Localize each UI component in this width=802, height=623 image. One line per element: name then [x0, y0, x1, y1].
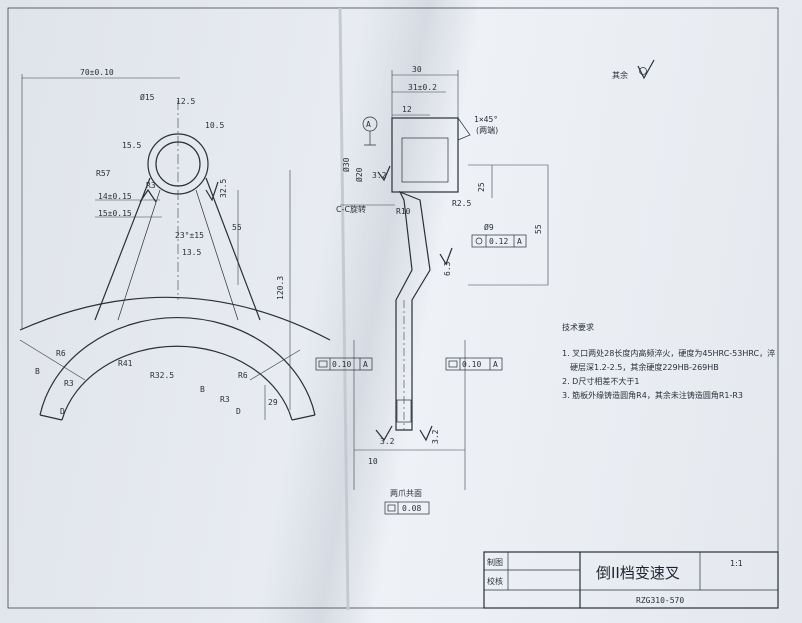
dim-r6-right: R6	[238, 371, 248, 380]
datum-a-label: A	[366, 120, 371, 129]
tolerance-frame-right: 0.10 A	[445, 357, 503, 371]
dim-r2-5: R2.5	[452, 199, 471, 208]
tip-section	[396, 399, 412, 423]
dim-70: 70±0.10	[80, 68, 114, 77]
tol-value-3: 0.10	[462, 360, 481, 369]
roughness-3-2-c: 3.2	[431, 429, 440, 444]
tol-value-1: 0.12	[489, 237, 508, 246]
roughness-right-3-icon	[375, 425, 393, 442]
dim-55: 55	[232, 223, 242, 232]
sheet-border	[7, 7, 779, 609]
tech-req-item-1b: 硬层深1.2-2.5，其余硬度229HB-269HB	[570, 362, 719, 372]
dim-10: 10	[368, 457, 378, 466]
dim-55-right: 55	[534, 224, 543, 234]
note-two-jaw: 两爪共面	[390, 489, 422, 498]
dim-angle-23: 23°±15	[175, 231, 204, 240]
dim-d20: Ø20	[354, 167, 364, 182]
dim-10-5: 10.5	[205, 121, 224, 130]
fork-mid-arc	[39, 316, 316, 416]
dim-r3-left: R3	[64, 379, 74, 388]
dim-r6-left: R6	[56, 349, 66, 358]
dim-13-5: 13.5	[182, 248, 201, 257]
roughness-circle-icon	[639, 67, 647, 75]
coplanar-icon	[387, 504, 396, 512]
leader-r6-right	[249, 349, 301, 381]
fork-outer-arc	[19, 296, 331, 341]
tech-req-item-3: 3. 筋板外缘铸造圆角R4，其余未注铸造圆角R1-R3	[562, 390, 743, 400]
dim-r3-hub: R3	[146, 181, 156, 190]
tol-datum-1: A	[517, 237, 522, 246]
section-label: C-C旋转	[336, 204, 366, 214]
tech-requirements: 技术要求 1. 叉口两处28长度内高频淬火，硬度为45HRC-53HRC，淬 硬…	[562, 322, 775, 400]
scale-value: 1:1	[730, 559, 743, 568]
flatness-icon-2	[448, 360, 458, 368]
roughness-6-3: 6.3	[443, 261, 452, 276]
dim-30: 30	[412, 65, 422, 74]
dim-d9: Ø9	[484, 222, 494, 232]
dim-d15: Ø15	[140, 92, 155, 102]
dim-120-3: 120.3	[276, 276, 285, 300]
tol-datum-3: A	[493, 360, 498, 369]
roughness-3-2-a: 3.2	[372, 171, 387, 180]
chamfer-lines	[392, 117, 471, 141]
dim-chamfer: 1×45°	[474, 115, 498, 124]
flatness-icon	[318, 360, 328, 368]
dim-d30: Ø30	[341, 157, 351, 172]
tolerance-frame-left: 0.10 A	[315, 357, 373, 371]
drawing-number: RZG310-570	[636, 596, 684, 605]
roughness-symbol-icon	[637, 59, 655, 80]
dim-31: 31±0.2	[408, 83, 437, 92]
roughness-3-2-b: 3.2	[380, 437, 395, 446]
dim-29: 29	[268, 398, 278, 407]
title-block-check-label: 校核	[487, 576, 503, 586]
stem-outline	[395, 190, 431, 431]
dim-r32-5-a: R32.5	[150, 371, 174, 380]
fork-tips	[39, 414, 316, 421]
tolerance-frame-coplanar: 0.08	[384, 501, 430, 515]
leader-r6-left	[19, 339, 86, 381]
dim-12: 12	[402, 105, 412, 114]
datum-a-leader	[364, 131, 376, 146]
dim-r57: R57	[96, 169, 111, 178]
dim-15: 15±0.15	[98, 209, 132, 218]
title-block-draw-label: 制图	[487, 557, 503, 567]
dim-14: 14±0.15	[98, 192, 132, 201]
right-view: A 0.12 A 0.10 A 0.10	[315, 65, 549, 515]
roughness-right-4-icon	[419, 425, 433, 442]
fork-inner-arc	[61, 345, 293, 421]
tolerance-frame-perpendicular: 0.12 A	[471, 234, 527, 248]
tol-value-4: 0.08	[402, 504, 421, 513]
roughness-left-2-icon	[205, 181, 219, 202]
paper-fold	[338, 7, 350, 611]
roughness-left-1-icon	[139, 188, 157, 203]
label-d-right: D	[236, 407, 241, 416]
left-view: 70±0.10 Ø15 12.5 10.5 R57 R3 14±0.15 15±…	[19, 68, 331, 421]
tech-req-item-1: 1. 叉口两处28长度内高频淬火，硬度为45HRC-53HRC，淬	[562, 348, 775, 358]
roughness-right-1-icon	[377, 165, 391, 182]
part-name: 倒II档变速叉	[596, 564, 680, 582]
dim-32-5: 32.5	[219, 179, 228, 198]
bore-section	[401, 137, 449, 183]
surface-finish-label: 其余	[612, 70, 628, 80]
tech-req-title: 技术要求	[562, 322, 594, 332]
title-block: 制图 校核 倒II档变速叉 1:1 RZG310-570	[483, 551, 779, 609]
position-icon	[475, 237, 483, 245]
dim-r10: R10	[396, 207, 411, 216]
dim-r41: R41	[118, 359, 133, 368]
rib-lines	[117, 189, 239, 321]
label-b-right: B	[200, 385, 205, 394]
label-d-left: D	[60, 407, 65, 416]
dim-12-5: 12.5	[176, 97, 195, 106]
tol-value-2: 0.10	[332, 360, 351, 369]
label-b-left: B	[35, 367, 40, 376]
roughness-right-2-icon	[439, 247, 453, 266]
dim-r3-right: R3	[220, 395, 230, 404]
dim-both-ends: (两端)	[476, 125, 498, 135]
dim-25: 25	[477, 182, 486, 192]
tol-datum-2: A	[363, 360, 368, 369]
dim-15-5: 15.5	[122, 141, 141, 150]
tech-req-item-2: 2. D尺寸相差不大于1	[562, 376, 639, 386]
